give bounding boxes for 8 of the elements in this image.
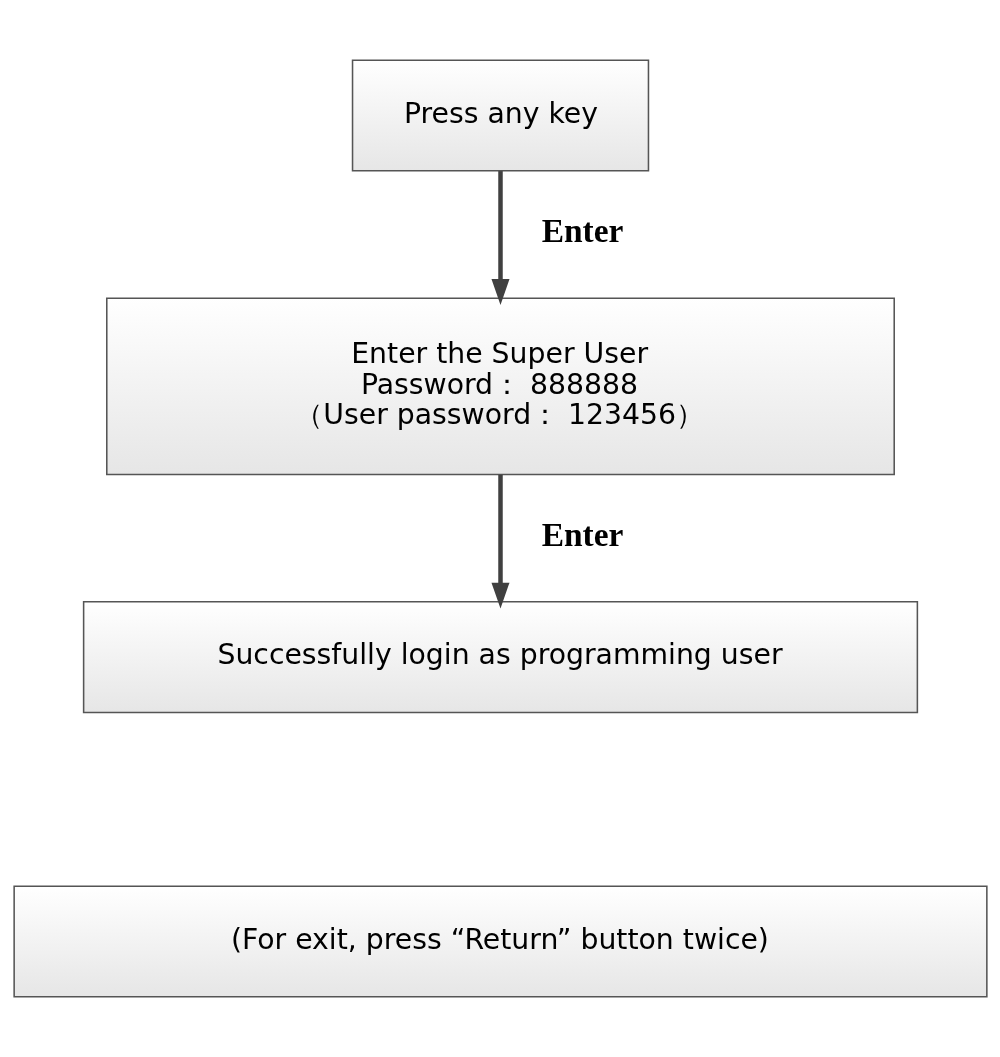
node-box: (For exit, press “Return” button twice)	[12, 885, 988, 998]
edge-label: Enter	[541, 515, 623, 553]
node-box: Enter the Super User Password： 888888 （User password： 123456）	[105, 297, 895, 476]
node-box: Successfully login as programming user	[82, 601, 918, 714]
edge-label: Enter	[541, 211, 623, 249]
arrow	[490, 171, 510, 305]
arrow	[490, 474, 510, 609]
node-box: Press any key	[351, 59, 649, 172]
